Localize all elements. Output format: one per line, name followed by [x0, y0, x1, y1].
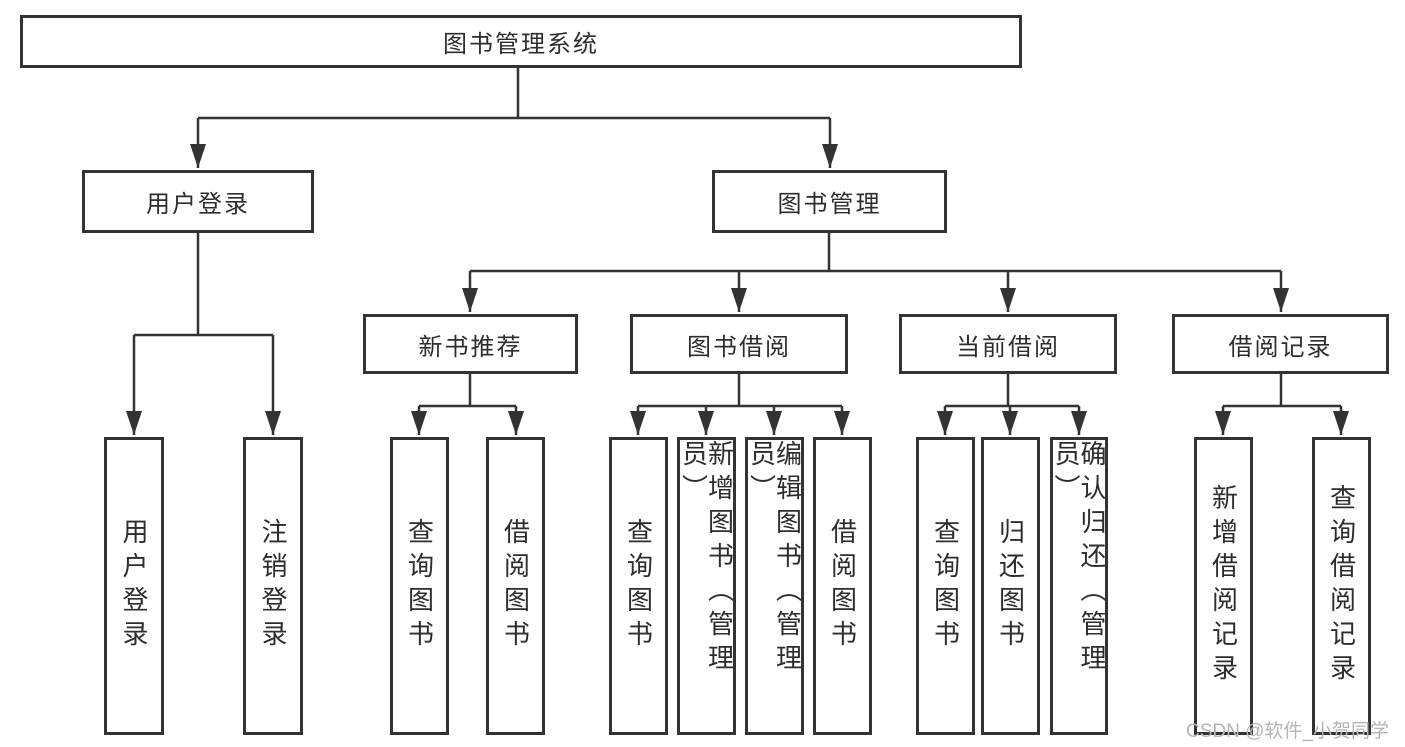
leaf-query-books-recommend: 查询图书 — [390, 437, 449, 735]
leaf-query-books-borrow-label: 查询图书 — [623, 518, 654, 654]
node-new-book-recommend: 新书推荐 — [363, 314, 578, 374]
node-root-system: 图书管理系统 — [20, 15, 1022, 68]
leaf-user-login-label: 用户登录 — [119, 518, 149, 654]
leaf-borrow-books-recommend-label: 借阅图书 — [500, 518, 531, 654]
leaf-add-borrow-record-label: 新增借阅记录 — [1208, 484, 1239, 688]
leaf-query-books-current: 查询图书 — [916, 437, 975, 735]
node-new-book-recommend-label: 新书推荐 — [418, 333, 523, 361]
leaf-user-login: 用户登录 — [104, 437, 164, 735]
leaf-add-book-admin-label: 新增图书（管理员） — [678, 440, 735, 678]
node-book-management: 图书管理 — [712, 170, 947, 233]
leaf-query-books-recommend-label: 查询图书 — [404, 518, 435, 654]
node-user-login: 用户登录 — [82, 170, 314, 233]
leaf-confirm-return-admin-label: 确认归还（管理员） — [1051, 440, 1107, 678]
node-book-borrow: 图书借阅 — [630, 314, 848, 374]
leaf-logout-label: 注销登录 — [258, 518, 288, 654]
node-current-borrow: 当前借阅 — [899, 314, 1117, 374]
leaf-query-books-borrow: 查询图书 — [609, 437, 668, 735]
leaf-add-borrow-record: 新增借阅记录 — [1194, 437, 1253, 735]
node-current-borrow-label: 当前借阅 — [956, 333, 1060, 361]
node-book-borrow-label: 图书借阅 — [687, 333, 791, 361]
node-root-label: 图书管理系统 — [443, 31, 599, 58]
leaf-borrow-books: 借阅图书 — [813, 437, 872, 735]
leaf-borrow-books-label: 借阅图书 — [827, 518, 858, 654]
leaf-query-borrow-record: 查询借阅记录 — [1312, 437, 1371, 735]
node-book-management-label: 图书管理 — [777, 191, 882, 218]
leaf-logout: 注销登录 — [243, 437, 303, 735]
leaf-return-book-label: 归还图书 — [995, 518, 1026, 654]
leaf-borrow-books-recommend: 借阅图书 — [486, 437, 545, 735]
leaf-query-borrow-record-label: 查询借阅记录 — [1326, 484, 1357, 688]
node-user-login-label: 用户登录 — [146, 191, 250, 218]
leaf-add-book-admin: 新增图书（管理员） — [677, 437, 736, 735]
node-borrow-record: 借阅记录 — [1172, 314, 1389, 374]
leaf-edit-book-admin-label: 编辑图书（管理员） — [746, 440, 803, 678]
leaf-query-books-current-label: 查询图书 — [930, 518, 961, 654]
node-borrow-record-label: 借阅记录 — [1228, 333, 1333, 361]
leaf-edit-book-admin: 编辑图书（管理员） — [745, 437, 804, 735]
leaf-return-book: 归还图书 — [981, 437, 1040, 735]
csdn-watermark: CSDN @软件_小贺同学 — [1186, 721, 1389, 742]
leaf-confirm-return-admin: 确认归还（管理员） — [1050, 437, 1108, 735]
